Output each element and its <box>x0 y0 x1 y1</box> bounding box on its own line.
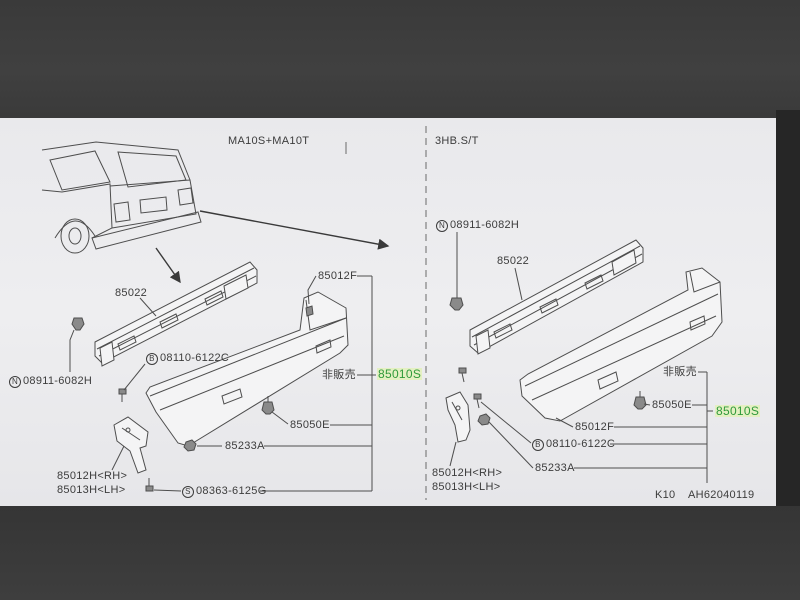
right-label-beam: 85022 <box>497 255 530 267</box>
right-leader-lines <box>449 232 651 469</box>
car-rear-bumper <box>91 211 202 250</box>
right-label-clip: 85050E <box>652 399 692 411</box>
right-reinforcement-beam <box>469 239 644 355</box>
circled-mark-s: S <box>182 486 194 498</box>
circled-mark-b: B <box>532 439 544 451</box>
car-rear-sketch <box>41 141 202 254</box>
left-bracket-tree <box>260 275 376 492</box>
right-label-not-for-sale: 非販売 <box>663 366 697 378</box>
left-label-nut: 85233A <box>225 440 265 452</box>
header-right-model: 3HB.S/T <box>435 135 479 147</box>
right-label-bracket-rh: 85012H<RH> <box>432 467 503 479</box>
monitor-bezel-top <box>0 0 800 118</box>
left-side-bracket <box>113 416 149 474</box>
footer-section-code: K10 <box>655 489 676 501</box>
right-bumper-cover <box>519 267 723 422</box>
circled-mark-n: N <box>436 220 448 232</box>
right-clip <box>449 297 464 311</box>
right-label-assembly: 85010S <box>715 404 761 418</box>
left-reinforcement-beam <box>94 261 258 367</box>
right-side-bracket <box>445 391 471 443</box>
left-bumper-cover <box>145 291 349 447</box>
right-retainer-clip <box>633 391 647 410</box>
left-leader-lines <box>69 275 317 492</box>
part-code: 08911-6082H <box>450 219 520 231</box>
left-label-beam: 85022 <box>115 287 148 299</box>
header-left-model: MA10S+MA10T <box>228 135 310 147</box>
circled-mark-b: B <box>146 353 158 365</box>
left-screw <box>145 478 154 492</box>
left-label-assembly: 85010S <box>377 367 423 381</box>
left-retainer-clip <box>261 396 275 415</box>
part-code: 08110-6122C <box>160 352 230 364</box>
car-wheel-arch <box>54 220 96 239</box>
monitor-bezel-bottom <box>0 506 800 600</box>
right-label-bracket-lh: 85013H<LH> <box>432 481 501 493</box>
left-label-not-for-sale: 非販売 <box>322 369 356 381</box>
right-label-cover: 85012F <box>575 421 615 433</box>
car-taillight-right <box>177 187 194 206</box>
arrow-to-right-view <box>199 210 390 250</box>
car-body-side <box>41 183 113 239</box>
monitor-bezel-right <box>776 110 800 510</box>
car-wheel <box>60 218 90 254</box>
car-license-plate <box>139 196 168 214</box>
car-roof-line <box>41 141 191 181</box>
left-label-clip: 85050E <box>290 419 330 431</box>
footer-figure-id: AH62040119 <box>688 489 755 501</box>
right-bolt <box>473 393 482 409</box>
arrow-to-left-view <box>155 247 181 284</box>
left-label-bracket-lh: 85013H<LH> <box>57 484 126 496</box>
left-clip <box>71 317 85 331</box>
left-bolt <box>118 388 127 402</box>
car-rear-window <box>117 151 187 188</box>
part-code: 08110-6122C <box>546 438 616 450</box>
part-code: 08363-6125G <box>196 485 267 497</box>
car-side-window <box>49 150 111 191</box>
left-label-cover: 85012F <box>318 270 358 282</box>
right-bolt-upper <box>458 367 467 383</box>
car-taillight-left <box>113 201 131 223</box>
circled-mark-n: N <box>9 376 21 388</box>
right-nut <box>477 413 491 426</box>
part-code: 08911-6082H <box>23 375 93 387</box>
left-nut <box>183 439 197 452</box>
car-rear-panel <box>109 179 197 229</box>
left-label-bracket-rh: 85012H<RH> <box>57 470 128 482</box>
right-bracket-tree <box>574 371 713 483</box>
right-label-nut: 85233A <box>535 462 575 474</box>
car-wheel-hub <box>68 227 82 245</box>
